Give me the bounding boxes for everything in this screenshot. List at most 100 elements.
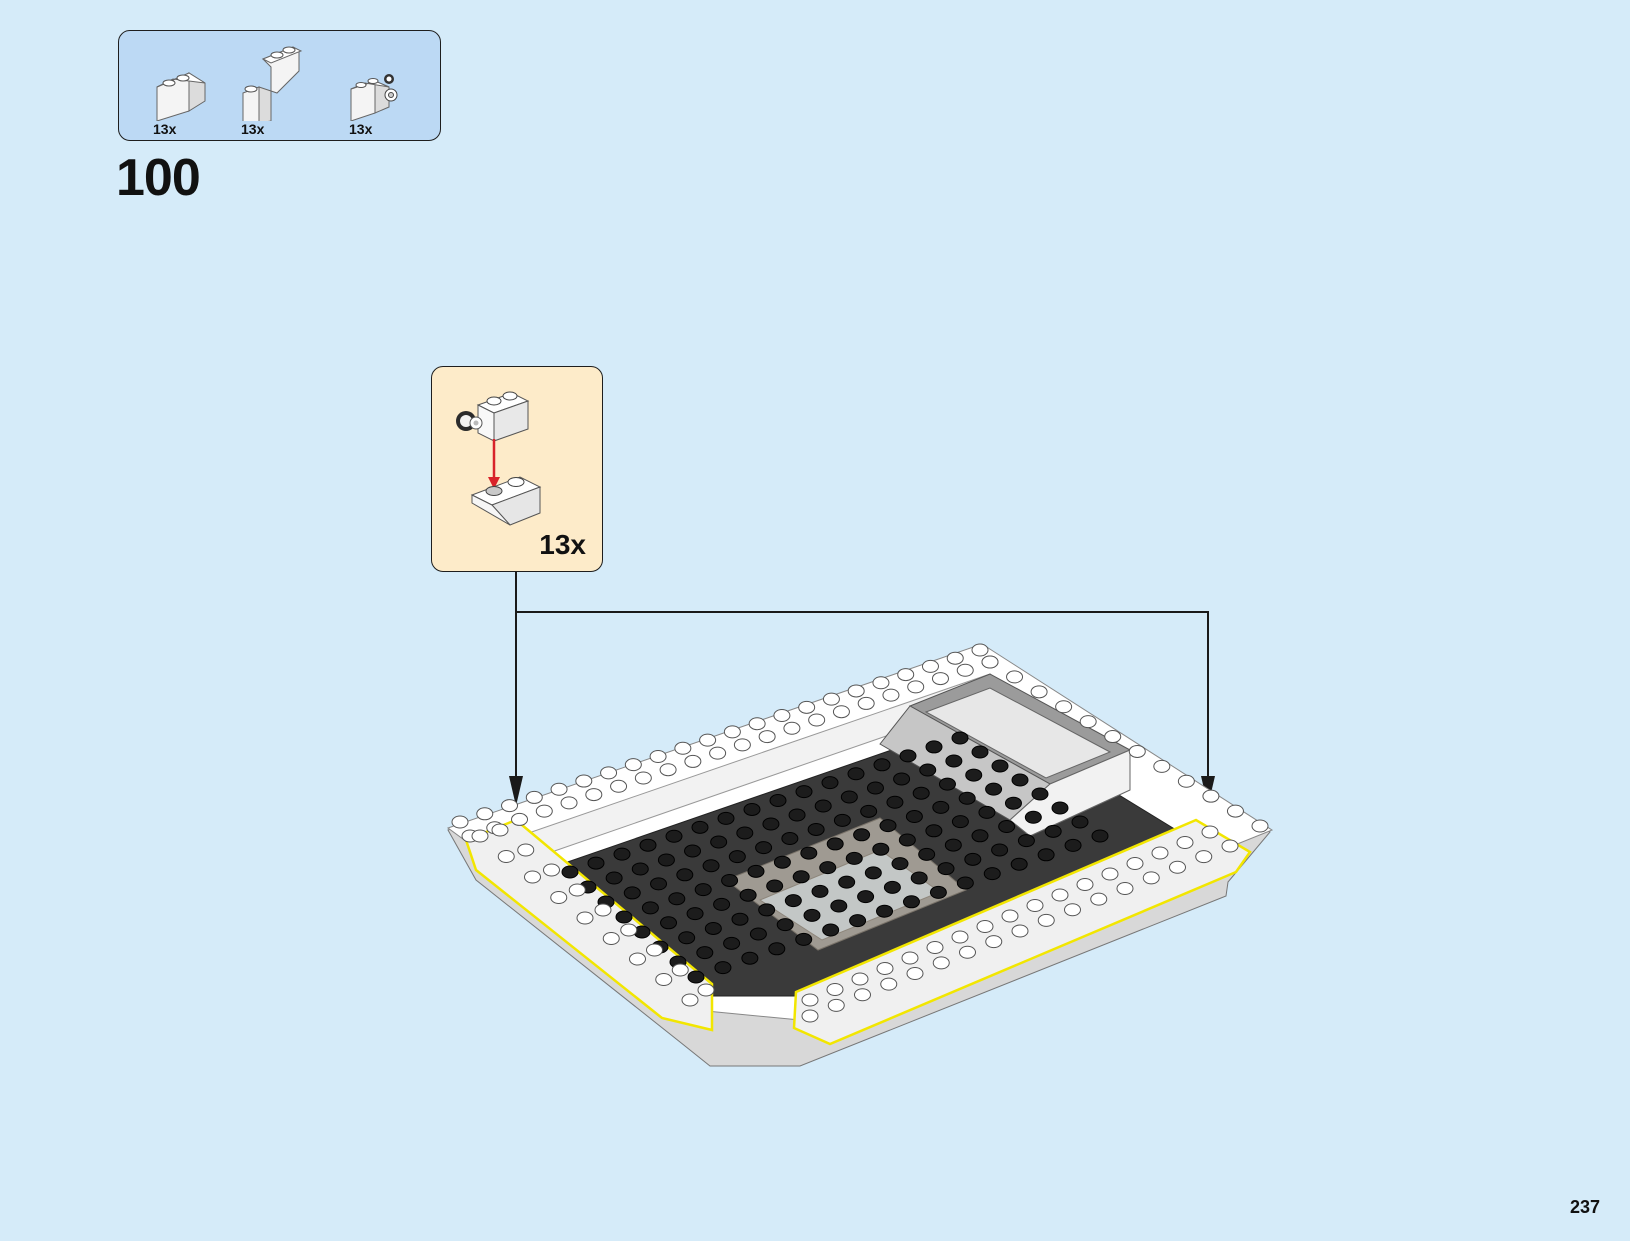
black-stud xyxy=(872,842,890,856)
black-stud xyxy=(864,866,882,880)
white-stud xyxy=(1177,774,1195,788)
black-stud xyxy=(956,876,974,890)
black-stud xyxy=(587,856,605,870)
white-stud xyxy=(471,829,489,843)
black-stud xyxy=(847,767,865,781)
white-stud xyxy=(1201,825,1219,839)
white-stud xyxy=(600,766,618,780)
black-stud xyxy=(860,804,878,818)
white-stud xyxy=(798,700,816,714)
part-quantity: 13x xyxy=(153,121,177,137)
black-stud xyxy=(694,883,712,897)
white-stud xyxy=(981,655,999,669)
white-stud xyxy=(897,668,915,682)
white-stud xyxy=(907,680,925,694)
black-stud xyxy=(893,772,911,786)
white-stud xyxy=(832,705,850,719)
white-stud xyxy=(1101,867,1119,881)
white-stud xyxy=(1169,860,1186,874)
black-stud xyxy=(944,838,962,852)
black-stud xyxy=(938,777,956,791)
white-stud xyxy=(851,972,869,986)
black-stud xyxy=(983,867,1001,881)
white-stud xyxy=(1030,685,1048,699)
white-stud xyxy=(901,951,919,965)
black-stud xyxy=(1011,773,1029,787)
white-stud xyxy=(956,663,974,677)
black-stud xyxy=(803,908,821,922)
white-stud xyxy=(560,796,578,810)
white-stud xyxy=(1079,715,1097,729)
part-item-2: 13x xyxy=(241,41,311,137)
white-stud xyxy=(808,713,826,727)
white-stud xyxy=(1090,892,1108,906)
black-stud xyxy=(696,946,714,960)
callout-quantity: 13x xyxy=(539,529,586,560)
black-stud xyxy=(1017,834,1035,848)
white-stud xyxy=(801,1009,819,1023)
white-stud xyxy=(906,967,924,980)
white-stud xyxy=(1128,744,1146,758)
white-stud xyxy=(1104,730,1122,744)
black-stud xyxy=(821,776,839,790)
white-brick-with-clip-icon xyxy=(456,391,530,442)
part-item-1: 13x xyxy=(153,41,223,137)
white-stud xyxy=(1251,819,1269,833)
black-stud xyxy=(660,916,678,930)
black-stud xyxy=(686,907,704,921)
white-inverted-slope-1x2-icon xyxy=(156,72,206,121)
white-stud xyxy=(854,988,871,1002)
white-stud xyxy=(723,725,741,739)
black-stud xyxy=(853,828,871,842)
black-stud xyxy=(1051,801,1069,815)
black-stud xyxy=(713,897,731,911)
black-stud xyxy=(1064,838,1082,852)
white-stud xyxy=(1116,882,1134,895)
white-stud xyxy=(758,730,776,744)
white-stud xyxy=(1011,924,1029,938)
white-stud xyxy=(550,782,568,796)
white-stud xyxy=(926,941,944,954)
black-stud xyxy=(845,851,863,865)
white-stud xyxy=(985,935,1003,949)
white-brick-with-clip-icon xyxy=(350,74,398,121)
white-stud xyxy=(568,883,586,897)
black-stud xyxy=(822,923,840,937)
black-stud xyxy=(605,871,623,885)
black-stud xyxy=(743,802,761,816)
white-stud xyxy=(1051,888,1069,902)
white-stud xyxy=(624,758,642,772)
white-stud xyxy=(602,932,620,945)
black-stud xyxy=(684,844,702,858)
white-stud xyxy=(497,850,515,863)
black-stud xyxy=(1071,815,1089,829)
white-stud xyxy=(1221,839,1239,853)
black-stud xyxy=(1031,787,1049,801)
white-stud xyxy=(1195,850,1213,864)
black-stud xyxy=(998,820,1016,834)
white-stud xyxy=(1126,857,1144,870)
white-stud xyxy=(932,956,950,970)
white-stud xyxy=(620,923,638,937)
black-stud xyxy=(991,759,1009,773)
black-stud xyxy=(886,795,904,809)
black-stud xyxy=(1010,857,1028,871)
white-stud xyxy=(524,870,541,884)
black-stud xyxy=(755,841,773,855)
white-stud xyxy=(697,983,715,997)
black-stud xyxy=(1004,796,1022,810)
white-stud xyxy=(976,920,994,933)
black-stud xyxy=(665,829,683,843)
white-arch-brick-icon xyxy=(242,46,303,121)
black-stud xyxy=(676,868,694,882)
black-stud xyxy=(723,936,741,950)
white-stud xyxy=(1064,903,1081,917)
black-stud xyxy=(891,857,909,871)
black-stud xyxy=(784,894,802,908)
black-stud xyxy=(925,740,943,754)
black-stud xyxy=(958,791,976,805)
white-stud xyxy=(882,688,900,702)
white-stud xyxy=(1176,836,1194,849)
black-stud xyxy=(704,921,722,935)
